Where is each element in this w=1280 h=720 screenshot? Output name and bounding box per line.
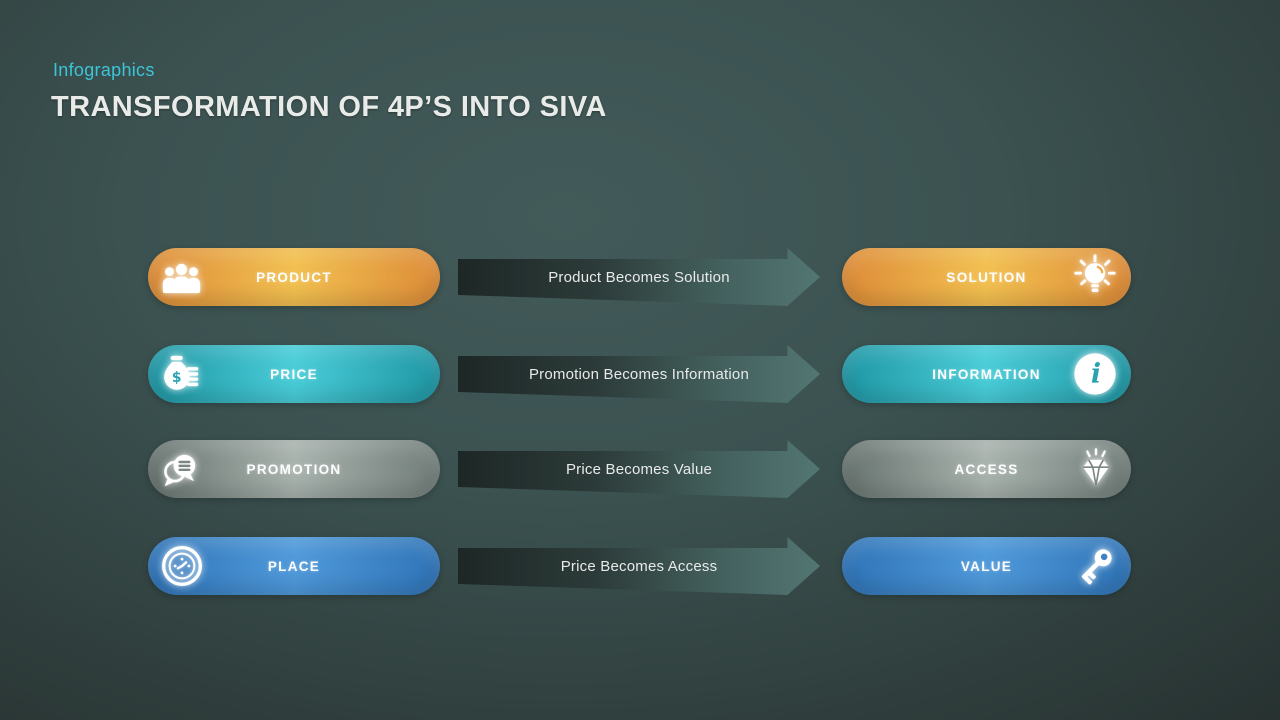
pill-value: VALUE [842,537,1131,595]
pill-label: ACCESS [954,461,1019,477]
arrow-label: Product Becomes Solution [548,268,730,286]
transformation-row-product: PRODUCT Product Becomes Solution SOLUTIO… [0,248,1280,306]
diamond-icon [1074,447,1118,491]
key-icon [1072,543,1118,589]
arrow-promotion-information: Promotion Becomes Information [458,345,820,403]
arrow-label: Price Becomes Value [565,460,713,478]
pill-solution: SOLUTION [842,248,1131,306]
pill-label: PROMOTION [246,461,342,477]
pill-information: INFORMATION i [842,345,1131,403]
svg-text:$: $ [172,370,182,386]
money-bag-icon: $ [160,355,202,393]
arrow-price-access: Price Becomes Access [458,537,820,595]
pill-label: PLACE [267,558,321,574]
pill-place: PLACE [148,537,440,595]
transformation-row-price: $ PRICE Promotion Becomes Information IN… [0,345,1280,403]
pill-label: VALUE [960,558,1013,574]
chat-icon [160,450,202,488]
lightbulb-icon [1072,254,1118,300]
arrow-price-value: Price Becomes Value [458,440,820,498]
pill-label: INFORMATION [932,366,1041,382]
transformation-row-promotion: PROMOTION Price Becomes Value ACCESS [0,440,1280,498]
users-icon [160,261,203,297]
pill-access: ACCESS [842,440,1131,498]
arrow-label: Promotion Becomes Information [528,365,750,383]
arrow-label: Price Becomes Access [560,557,718,575]
pill-label: SOLUTION [946,269,1027,285]
page-title: TRANSFORMATION OF 4P’S INTO SIVA [51,91,607,123]
info-icon: i [1072,351,1118,397]
pill-promotion: PROMOTION [148,440,440,498]
arrow-product-solution: Product Becomes Solution [458,248,820,306]
svg-text:i: i [1091,359,1101,390]
transformation-row-place: PLACE Price Becomes Access VALUE [0,537,1280,595]
kicker: Infographics [53,60,155,80]
clock-icon [160,544,204,588]
pill-price: $ PRICE [148,345,440,403]
pill-product: PRODUCT [148,248,440,306]
pill-label: PRICE [270,366,318,382]
pill-label: PRODUCT [256,269,332,285]
